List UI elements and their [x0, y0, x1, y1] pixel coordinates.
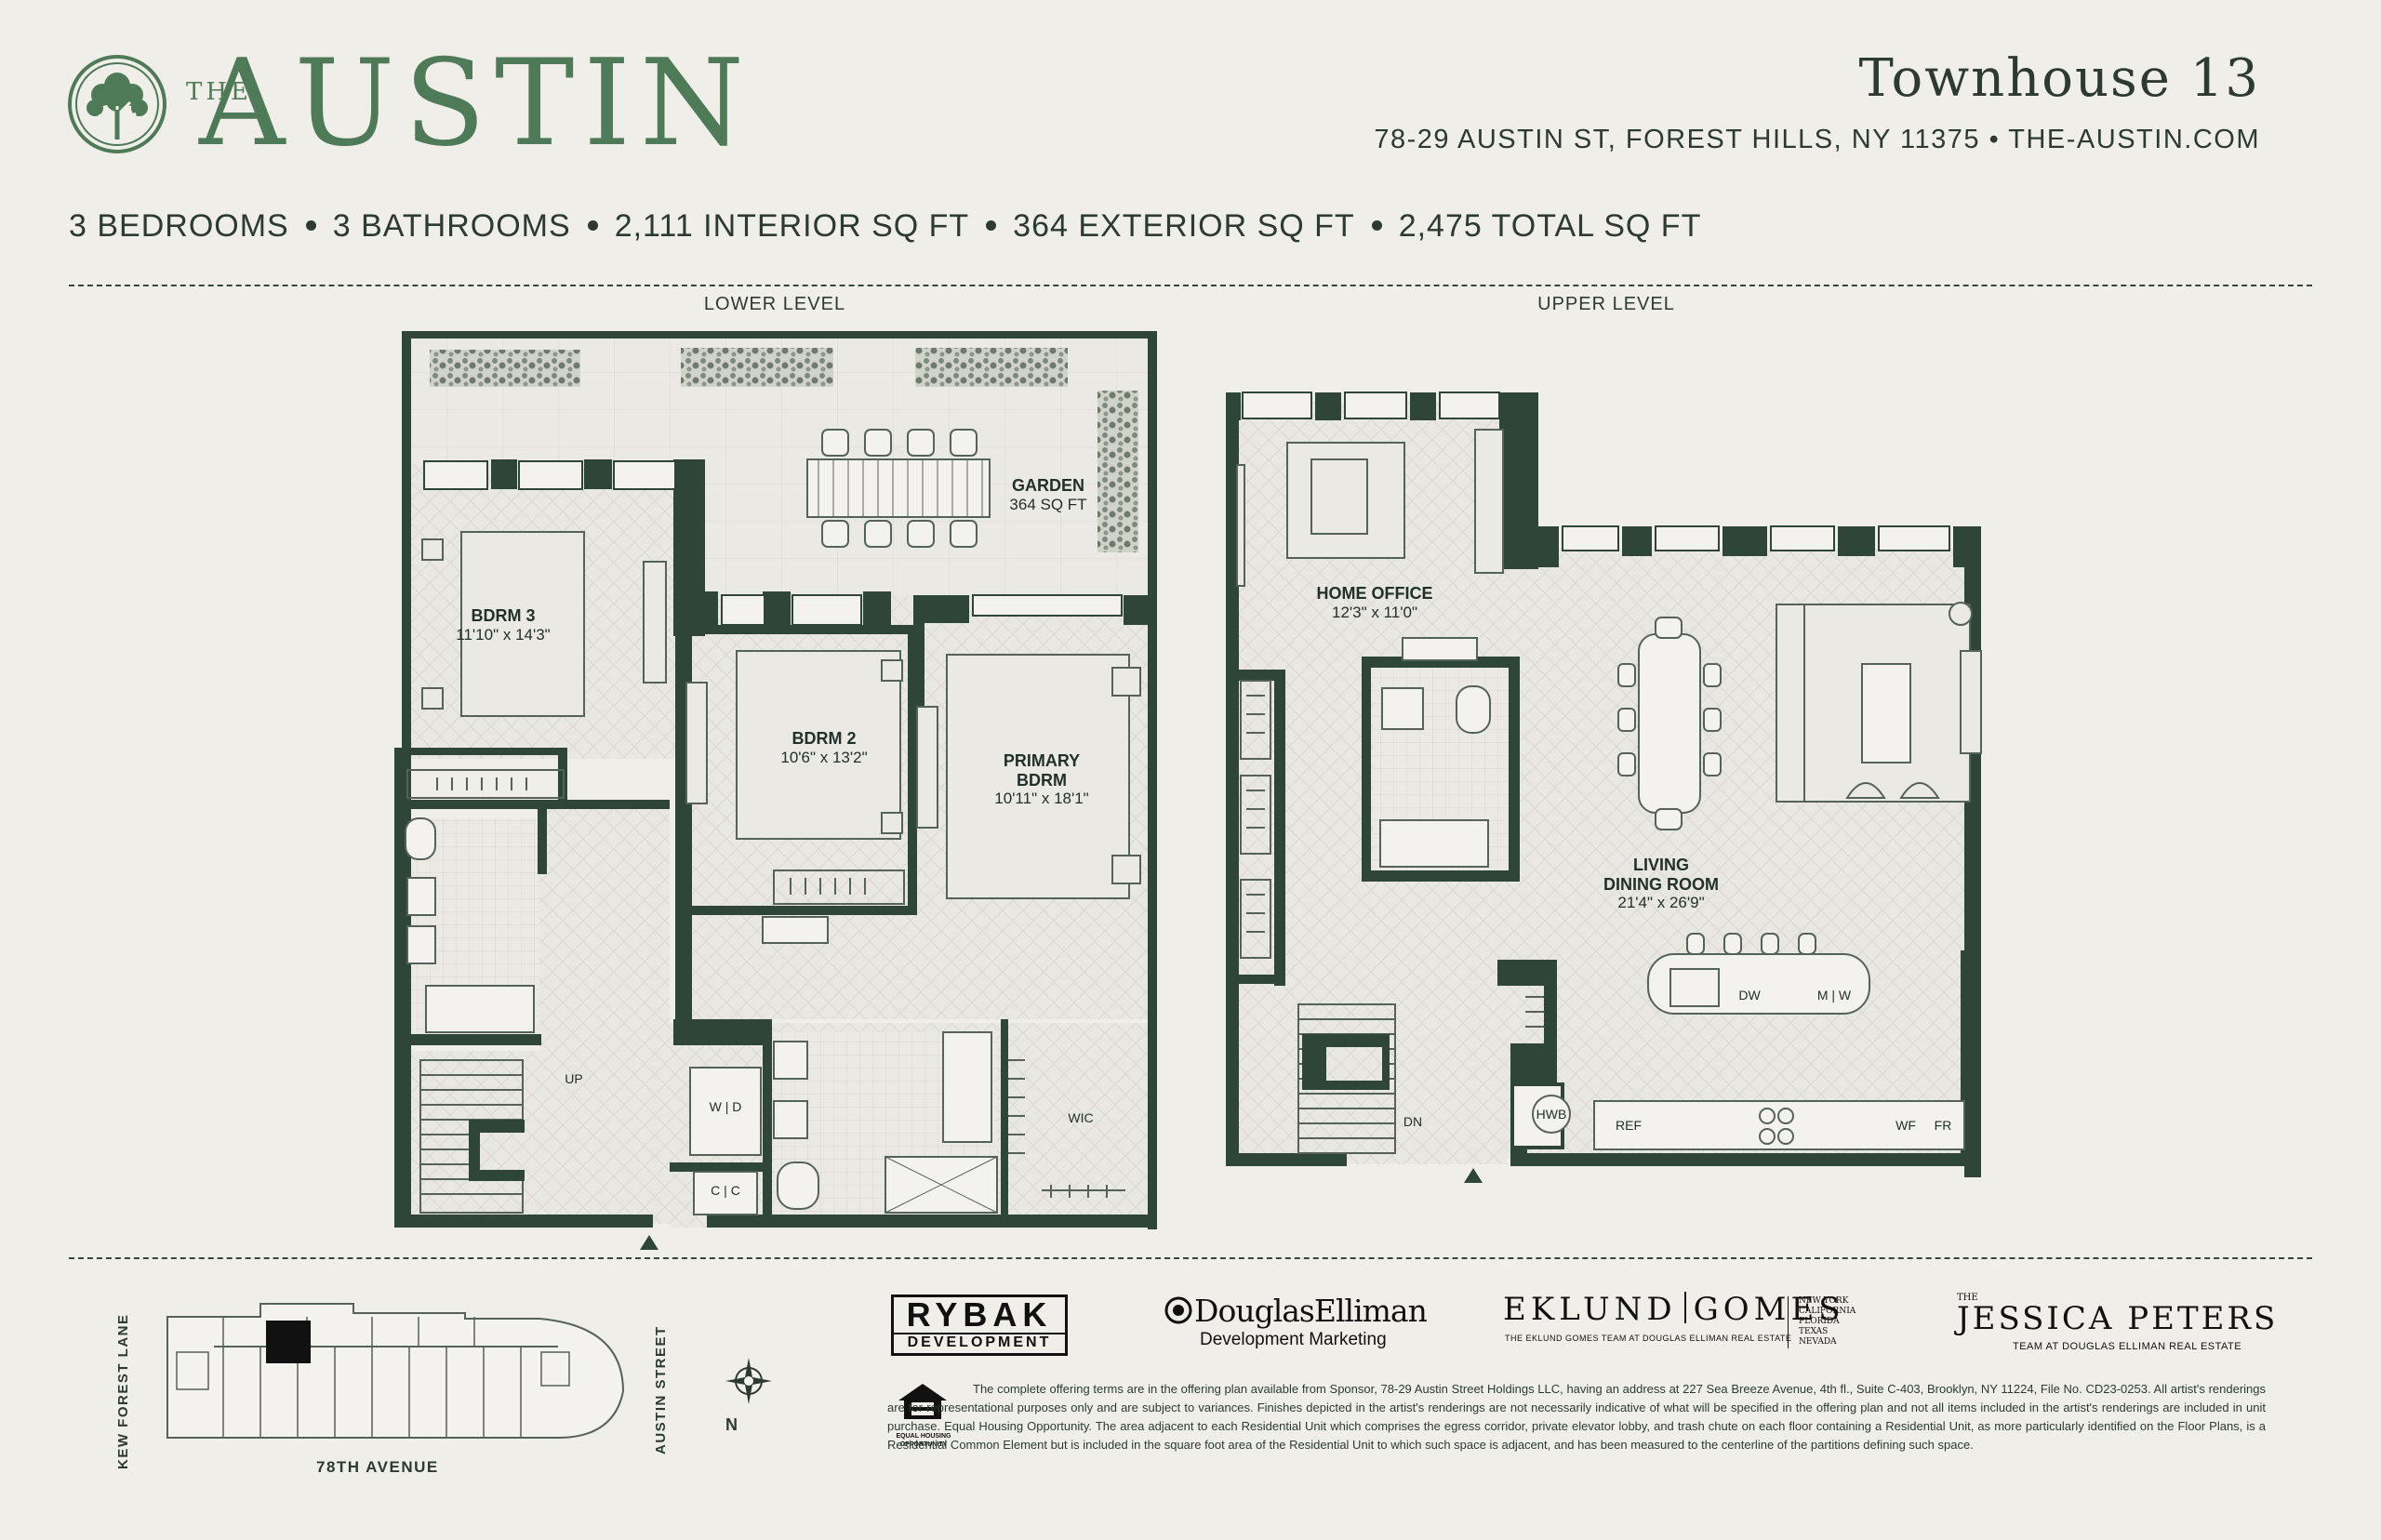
unit-title: Townhouse 13: [1858, 48, 2260, 109]
street-78th-avenue: 78TH AVENUE: [316, 1458, 439, 1476]
eklund-name: EKLUND: [1503, 1291, 1677, 1328]
unit-stats: 3 BEDROOMS 3 BATHROOMS 2,111 INTERIOR SQ F…: [69, 208, 1701, 245]
label-ref: REF: [1616, 1118, 1642, 1133]
bullet-icon: [986, 219, 997, 231]
unit-address: 78-29 AUSTIN ST, FOREST HILLS, NY 11375 …: [1374, 125, 2260, 154]
jessica-peters-logo: JESSICA PETERS: [1957, 1300, 2279, 1337]
state-item: TEXAS: [1799, 1327, 1829, 1336]
lower-level-plan: [394, 331, 1157, 1250]
eklund-divider: [1683, 1292, 1686, 1323]
room-office-size: 12'3" x 11'0": [1332, 603, 1417, 621]
room-living-size: 21'4" x 26'9": [1617, 894, 1705, 912]
room-bdrm3-name: BDRM 3: [471, 606, 536, 625]
upper-level-plan: [1226, 392, 1982, 1183]
label-lower-level: LOWER LEVEL: [703, 294, 846, 314]
label-mw: M | W: [1816, 988, 1852, 1002]
label-wd: W | D: [709, 1099, 742, 1114]
label-hwb: HWB: [1536, 1107, 1567, 1122]
divider-top: [69, 285, 2312, 286]
street-kew-forest: KEW FOREST LANE: [115, 1313, 131, 1470]
eklund-gomes-sub: THE EKLUND GOMES TEAM AT DOUGLAS ELLIMAN…: [1505, 1334, 1792, 1343]
room-living-name1: LIVING: [1632, 856, 1689, 874]
label-wf: WF: [1895, 1118, 1916, 1133]
room-garden-name: GARDEN: [1011, 476, 1084, 495]
room-bdrm3-size: 11'10" x 14'3": [456, 625, 551, 644]
jessica-peters-sub: TEAM AT DOUGLAS ELLIMAN REAL ESTATE: [2013, 1341, 2242, 1352]
brand-name: AUSTIN: [199, 34, 753, 173]
room-garden-size: 364 SQ FT: [1009, 495, 1087, 513]
rybak-logo-text2: DEVELOPMENT: [894, 1333, 1065, 1351]
gomes-name: GOMES: [1693, 1291, 1845, 1328]
label-wic: WIC: [1068, 1110, 1094, 1125]
key-plan-icon: [149, 1298, 632, 1456]
equal-housing-icon: [893, 1382, 952, 1430]
divider-bottom: [69, 1257, 2312, 1259]
room-primary-name1: PRIMARY: [1003, 751, 1081, 770]
rybak-logo-text1: RYBAK: [906, 1295, 1053, 1334]
bullet-icon: [1371, 219, 1382, 231]
douglas-elliman-icon: [1164, 1296, 1192, 1324]
stat-bedrooms: 3 BEDROOMS: [69, 208, 289, 244]
eklund-states: NEW YORK CALIFORNIA FLORIDA TEXAS NEVADA: [1799, 1296, 1856, 1348]
brand-logo-icon: [67, 54, 167, 154]
eklund-divider-v: [1788, 1296, 1789, 1348]
room-primary-name2: BDRM: [1017, 770, 1067, 790]
label-dw: DW: [1738, 988, 1761, 1002]
douglas-elliman-sub: Development Marketing: [1200, 1330, 1387, 1349]
eklund-gomes-logo: EKLUND GOMES: [1503, 1291, 1845, 1328]
state-item: CALIFORNIA: [1799, 1307, 1856, 1316]
room-bdrm2-name: BDRM 2: [791, 729, 857, 748]
compass-icon: [724, 1356, 774, 1406]
bullet-icon: [305, 219, 316, 231]
stat-bathrooms: 3 BATHROOMS: [332, 208, 571, 244]
legal-disclaimer: The complete offering terms are in the o…: [887, 1382, 2266, 1452]
jessica-peters-the: THE: [1957, 1293, 1978, 1303]
equal-housing-label: EQUAL HOUSING OPPORTUNITY: [896, 1433, 951, 1448]
stat-exterior: 364 EXTERIOR SQ FT: [1013, 208, 1355, 244]
room-primary-size: 10'11" x 18'1": [994, 790, 1089, 808]
bullet-icon: [587, 219, 598, 231]
douglas-elliman-logo: DouglasElliman: [1194, 1293, 1428, 1329]
brand-the: THE: [186, 78, 252, 106]
room-office-name: HOME OFFICE: [1316, 584, 1433, 603]
state-item: NEW YORK: [1799, 1296, 1849, 1306]
stat-total: 2,475 TOTAL SQ FT: [1398, 208, 1702, 244]
room-living-name2: DINING ROOM: [1603, 874, 1719, 894]
label-dn: DN: [1403, 1114, 1423, 1129]
stat-interior: 2,111 INTERIOR SQ FT: [614, 208, 970, 244]
rybak-logo: RYBAK DEVELOPMENT: [891, 1294, 1068, 1356]
label-cc: C | C: [711, 1183, 740, 1198]
label-upper-level: UPPER LEVEL: [1537, 294, 1675, 314]
compass-north: N: [725, 1415, 738, 1434]
room-bdrm2-size: 10'6" x 13'2": [780, 748, 868, 766]
street-austin: AUSTIN STREET: [653, 1325, 669, 1454]
label-fr: FR: [1934, 1118, 1952, 1133]
state-item: NEVADA: [1799, 1337, 1837, 1347]
state-item: FLORIDA: [1799, 1317, 1840, 1326]
label-up: UP: [565, 1071, 583, 1086]
